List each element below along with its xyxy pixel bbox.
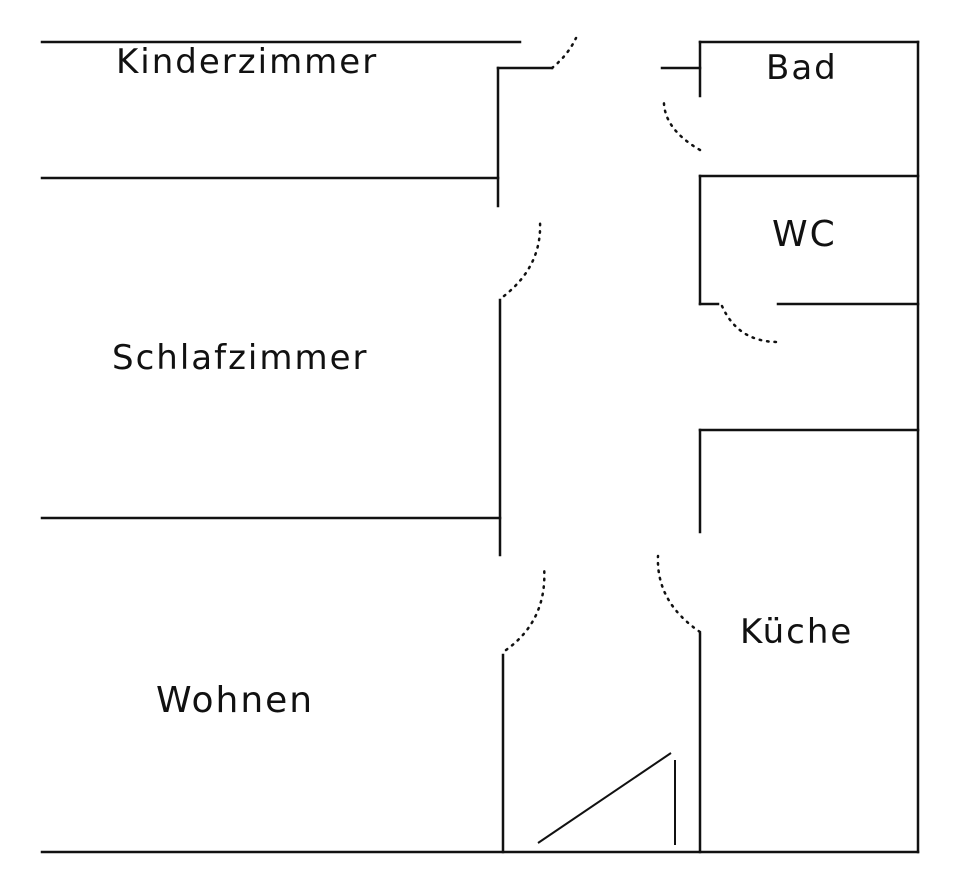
door-schlafzimmer (502, 220, 542, 298)
door-bad (662, 96, 702, 152)
room-label-kueche: Küche (740, 612, 854, 652)
door-swings (502, 36, 780, 652)
room-label-kinderzimmer: Kinderzimmer (116, 42, 379, 82)
room-label-schlafzimmer: Schlafzimmer (112, 338, 369, 378)
room-label-bad: Bad (766, 48, 838, 88)
door-kueche (656, 554, 702, 634)
door-kinderzimmer (550, 36, 578, 70)
door-wc (720, 304, 780, 344)
stair-symbol (537, 752, 676, 845)
room-label-wohnen: Wohnen (156, 680, 315, 721)
walls (40, 40, 920, 854)
stair-diagonal (537, 752, 672, 844)
room-label-wc: WC (772, 214, 837, 255)
door-wohnen (504, 564, 546, 652)
